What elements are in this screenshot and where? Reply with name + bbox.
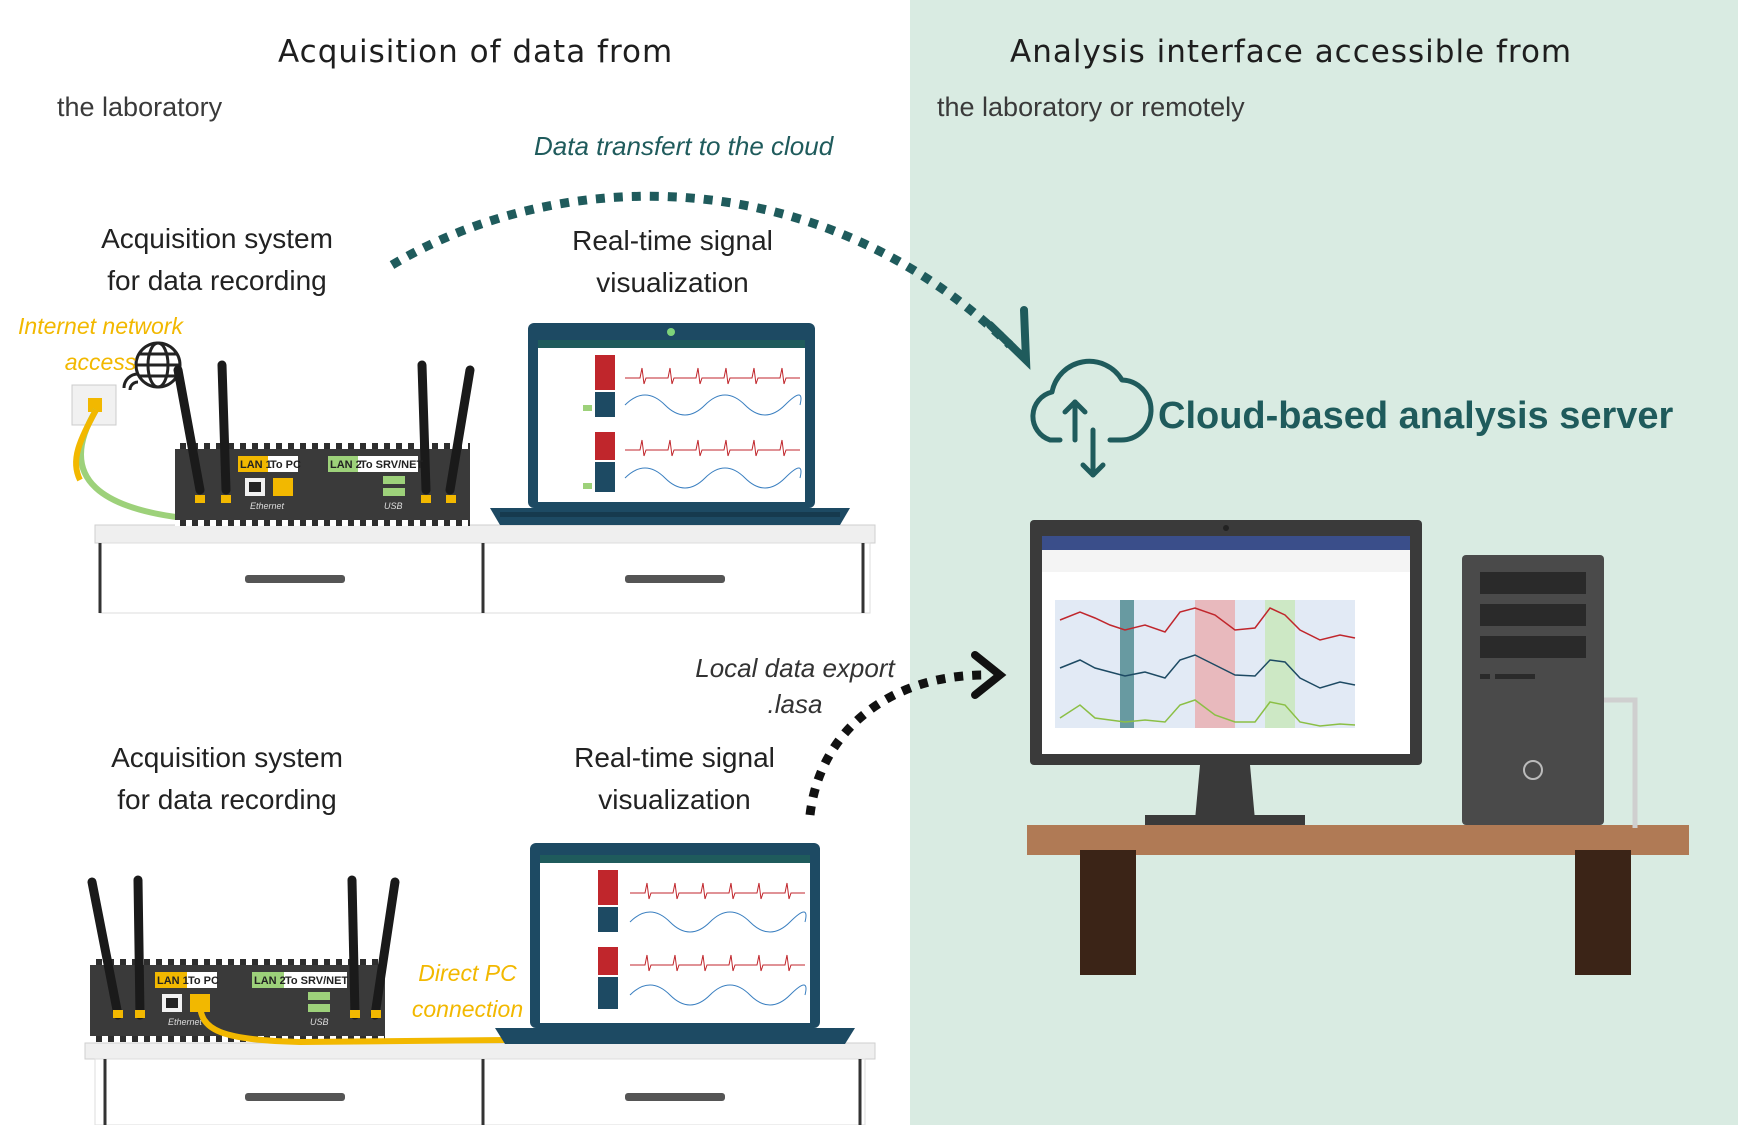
top-viz-label: Real-time signal visualization <box>520 220 825 304</box>
lan2-label: LAN 2 <box>330 459 362 471</box>
bottom-acquisition-device: LAN 1 To PC LAN 2 To SRV/NET Ethernet US… <box>87 875 400 1042</box>
direct-pc-label: Direct PC connection <box>400 955 535 1027</box>
internet-line1: Internet network <box>18 313 183 339</box>
drawer-handle-icon <box>245 575 345 583</box>
cloud-transfer-label: Data transfert to the cloud <box>534 131 834 161</box>
local-export-arrowhead-icon <box>971 651 1007 699</box>
export-line1: Local data export <box>695 653 895 683</box>
usb-label: USB <box>310 1017 329 1027</box>
top-acquisition-device: LAN 1 To PC LAN 2 To SRV/NET Ethernet US… <box>173 360 475 526</box>
top-laptop <box>490 323 850 525</box>
lan1-to-label: To PC <box>270 459 301 471</box>
internet-line2: access <box>64 349 137 375</box>
bottom-viz-line2: visualization <box>598 784 751 815</box>
left-title: Acquisition of data from <box>278 34 674 70</box>
left-subtitle: the laboratory <box>57 92 223 122</box>
power-button-icon <box>1523 760 1543 780</box>
lan2-label: LAN 2 <box>254 975 286 987</box>
top-acq-line2: for data recording <box>107 265 327 296</box>
ethernet-label: Ethernet <box>168 1017 203 1027</box>
analysis-desk <box>1027 825 1689 975</box>
top-viz-line2: visualization <box>596 267 749 298</box>
lan2-to-label: To SRV/NET <box>285 975 348 987</box>
lan1-to-label: To PC <box>188 975 219 987</box>
drawer-handle-icon <box>625 1093 725 1101</box>
lan2-to-label: To SRV/NET <box>360 459 423 471</box>
cloud-upload-icon <box>1030 358 1154 478</box>
bottom-desk <box>84 1042 876 1125</box>
direct-line1: Direct PC <box>418 960 517 986</box>
export-line2: .lasa <box>767 689 823 719</box>
server-tower <box>1462 555 1638 828</box>
right-title: Analysis interface accessible from <box>1010 34 1573 70</box>
laptop-screen <box>538 340 805 502</box>
top-acq-line1: Acquisition system <box>101 223 333 254</box>
ethernet-port-icon <box>273 478 293 496</box>
bottom-acq-line1: Acquisition system <box>111 742 343 773</box>
network-cable-segment <box>73 408 99 482</box>
cloud-transfer-arrow <box>389 191 1014 349</box>
globe-wifi-icon <box>122 341 182 391</box>
usb-port-icon <box>383 476 405 484</box>
direct-line2: connection <box>411 996 524 1022</box>
ethernet-label: Ethernet <box>250 501 285 511</box>
bottom-acq-line2: for data recording <box>117 784 337 815</box>
usb-label: USB <box>384 501 403 511</box>
laptop-screen <box>540 855 810 1023</box>
lan1-label: LAN 1 <box>240 459 272 471</box>
drawer-handle-icon <box>245 1093 345 1101</box>
cloud-transfer-arrowhead-icon <box>986 306 1031 370</box>
analysis-monitor <box>1030 520 1422 825</box>
drawer-handle-icon <box>625 575 725 583</box>
bottom-viz-label: Real-time signal visualization <box>522 737 827 821</box>
bottom-laptop <box>495 843 855 1044</box>
bottom-acq-label: Acquisition system for data recording <box>70 737 384 821</box>
local-export-label: Local data export .lasa <box>690 650 900 722</box>
top-viz-line1: Real-time signal <box>572 225 773 256</box>
usb-port-icon <box>308 992 330 1000</box>
direct-pc-cable <box>197 1002 506 1046</box>
internet-access-label: Internet network access <box>8 308 193 380</box>
top-desk <box>94 524 876 614</box>
cloud-server-label: Cloud-based analysis server <box>1158 395 1674 437</box>
bottom-viz-line1: Real-time signal <box>574 742 775 773</box>
top-acq-label: Acquisition system for data recording <box>60 218 374 302</box>
lan1-label: LAN 1 <box>157 975 189 987</box>
right-subtitle: the laboratory or remotely <box>937 92 1245 122</box>
